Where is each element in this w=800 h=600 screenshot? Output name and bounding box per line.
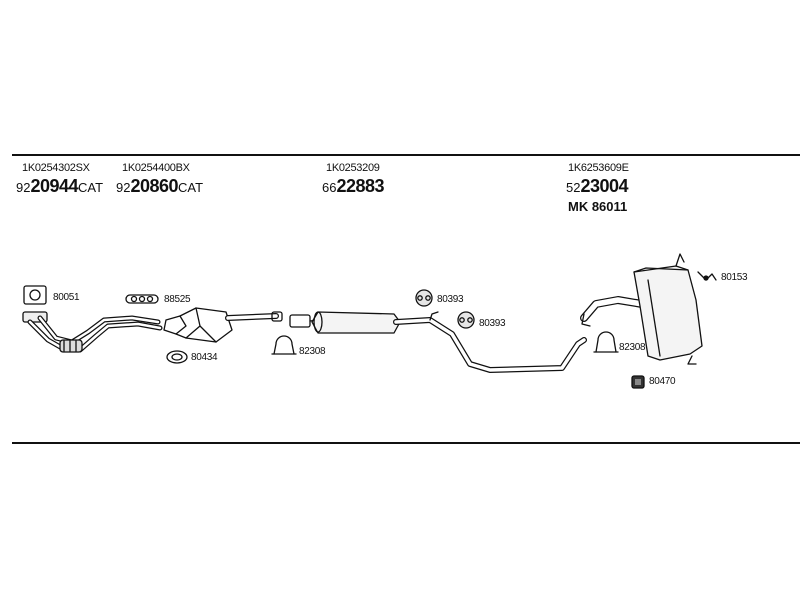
- bottom-rule: [12, 442, 800, 444]
- order-code-prefix: 92: [16, 180, 31, 195]
- ref-clamp-82308-left: 82308: [299, 346, 326, 357]
- order-code-prefix: 52: [566, 180, 581, 195]
- part-number-catalyst: 1K0254400BX: [122, 162, 190, 174]
- ref-gasket-80051: 80051: [53, 292, 80, 303]
- part-number-middle-silencer: 1K0253209: [326, 162, 380, 174]
- part-number-rear-silencer: 1K6253609E: [568, 162, 629, 174]
- top-rule: [12, 154, 800, 156]
- clamp-82308-icon: [593, 331, 619, 353]
- ref-mount-80393-upper: 80393: [437, 294, 464, 305]
- ref-hanger-80153: 80153: [721, 272, 748, 283]
- order-code-number: 22883: [336, 176, 385, 196]
- order-code-rear-silencer: 5223004: [566, 176, 629, 197]
- rubber-mount-80393-icon: [415, 289, 433, 307]
- order-code-suffix: CAT: [178, 180, 204, 195]
- ref-mount-80393-lower: 80393: [479, 318, 506, 329]
- ring-80434-icon: [166, 350, 188, 364]
- order-code-prefix: 66: [322, 180, 337, 195]
- middle-silencer-icon: [289, 311, 587, 373]
- order-code-suffix: CAT: [78, 180, 104, 195]
- gasket-80051-icon: [23, 285, 47, 305]
- ref-bracket-80470: 80470: [649, 376, 676, 387]
- ref-ring-80434: 80434: [191, 352, 218, 363]
- ref-clamp-82308-right: 82308: [619, 342, 646, 353]
- gasket-88525-icon: [125, 294, 159, 304]
- ref-gasket-88525: 88525: [164, 294, 191, 305]
- part-number-front-pipe: 1K0254302SX: [22, 162, 90, 174]
- rear-silencer-icon: [580, 253, 703, 365]
- mounting-kit-code: MK 86011: [568, 199, 628, 214]
- order-code-number: 20860: [130, 176, 179, 196]
- front-pipe-icon: [22, 311, 163, 353]
- bracket-80470-icon: [631, 375, 645, 389]
- clamp-82308-icon: [271, 335, 297, 355]
- order-code-catalyst: 9220860CAT: [116, 176, 203, 197]
- order-code-number: 23004: [580, 176, 629, 196]
- order-code-front-pipe: 9220944CAT: [16, 176, 103, 197]
- rubber-mount-80393-icon: [457, 311, 475, 329]
- hanger-80153-icon: [697, 271, 717, 281]
- catalytic-converter-icon: [163, 307, 283, 343]
- order-code-number: 20944: [30, 176, 79, 196]
- order-code-prefix: 92: [116, 180, 131, 195]
- order-code-middle-silencer: 6622883: [322, 176, 385, 197]
